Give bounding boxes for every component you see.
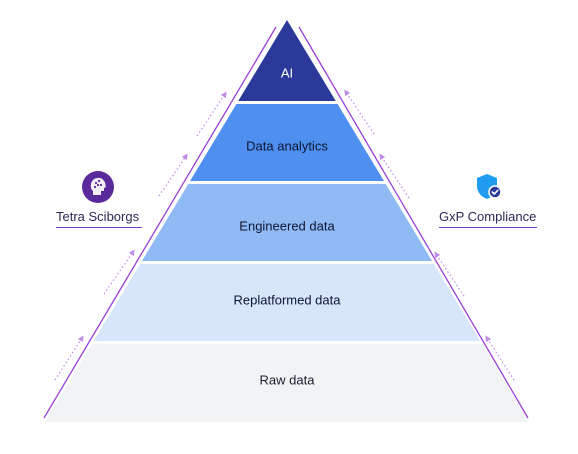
right-arrow-2 [379, 153, 410, 199]
tier-label-raw-data: Raw data [259, 372, 315, 388]
left-arrow-2 [158, 153, 188, 197]
right-outline-line [298, 26, 529, 419]
right-arrow-1 [344, 89, 375, 135]
left-arrow-1 [196, 91, 227, 137]
tier-raw-data [45, 344, 529, 422]
tier-ai [238, 20, 336, 101]
tier-replatformed-data [93, 264, 481, 341]
tetra-sciborgs-label: Tetra Sciborgs [56, 209, 140, 224]
right-arrow-4 [485, 335, 515, 381]
gxp-compliance-label: GxP Compliance [439, 209, 537, 224]
tier-label-replatformed-data: Replatformed data [233, 292, 341, 308]
tetra-sciborgs-underline [56, 227, 142, 228]
left-arrow-4 [54, 335, 84, 381]
tier-data-analytics [190, 104, 384, 181]
tier-label-engineered-data: Engineered data [239, 218, 335, 234]
left-arrow-3 [103, 249, 135, 295]
right-arrow-3 [434, 251, 465, 297]
tier-engineered-data [141, 184, 433, 261]
gxp-compliance-underline [439, 227, 537, 228]
tier-label-data-analytics: Data analytics [246, 138, 328, 154]
shield-check-icon [477, 174, 502, 199]
tier-label-ai: AI [280, 65, 294, 81]
left-outline-line [43, 26, 277, 419]
brain-head-icon [82, 171, 114, 203]
